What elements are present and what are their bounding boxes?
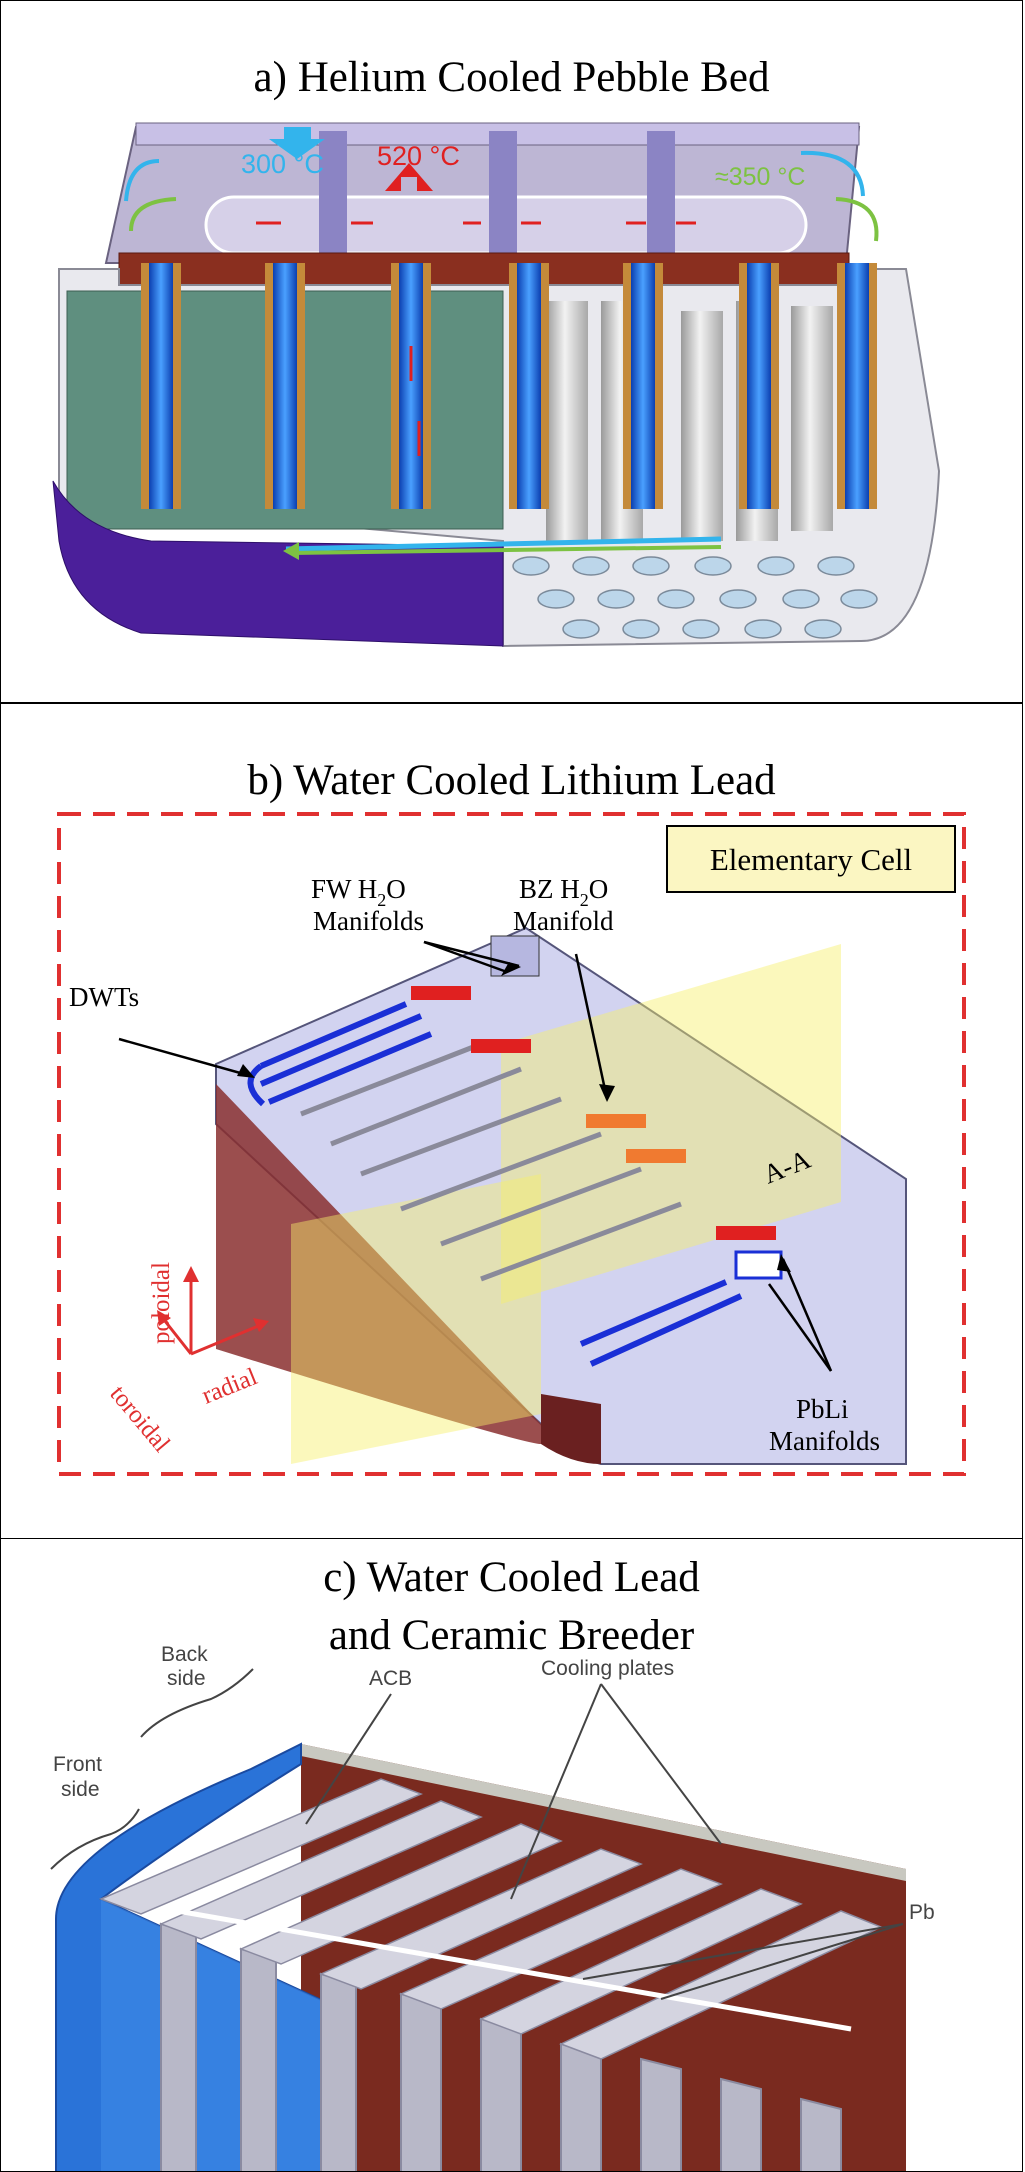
purple-structure: [52, 480, 504, 647]
hcpb-diagram: 300 °C 520 °C ≈350 °C: [52, 122, 941, 648]
back-side-bracket: [140, 1668, 254, 1738]
dashed-boundary: [57, 812, 966, 1476]
panel-c-title-2: and Ceramic Breeder: [328, 1612, 695, 1659]
pbli-label: PbLi: [796, 1394, 849, 1424]
pbli-label-2: Manifolds: [769, 1426, 880, 1456]
orange-manifold-2: [626, 1149, 686, 1163]
back-side-label: Back: [161, 1643, 208, 1666]
bz-manifold-label: BZ H2O: [519, 874, 608, 910]
axes-triad: [159, 1274, 264, 1356]
panel-a-title: a) Helium Cooled Pebble Bed: [253, 54, 770, 101]
rib-3: [647, 131, 675, 255]
front-side-label-2: side: [61, 1778, 100, 1801]
tube-holes: [512, 556, 878, 639]
red-manifold-3: [716, 1226, 776, 1240]
bz-manifold-label-2: Manifold: [513, 906, 614, 936]
fw-manifolds-label-2: Manifolds: [313, 906, 424, 936]
leader-lines: [118, 940, 833, 1372]
toroidal-arrow-icon: [157, 1310, 171, 1326]
rib-1: [319, 131, 347, 255]
radial-arrow-icon: [253, 1318, 269, 1332]
cooling-plates-label: Cooling plates: [541, 1657, 674, 1680]
axis-toroidal-label: toroidal: [104, 1381, 175, 1458]
inlet-side-arrow: [124, 159, 160, 202]
front-side-bracket: [50, 1808, 140, 1870]
red-flow-arrows: [256, 221, 696, 456]
leader-lines-c: [305, 1683, 904, 2000]
inlet-flow-line: [285, 536, 722, 552]
wcll-diagram: Elementary Cell: [57, 812, 966, 1476]
side-wall: [216, 1084, 541, 1444]
red-manifold-2: [471, 1039, 531, 1053]
dwt-tubes: [247, 1001, 743, 1367]
wclc-diagram: ACB Cooling plates Back side Front side …: [50, 1643, 935, 2171]
pb-label: Pb: [909, 1901, 935, 1924]
fw-manifolds-label: FW H2O: [311, 874, 406, 910]
section-plane-aa: [501, 944, 841, 1304]
inlet-temperature: 300 °C: [241, 149, 324, 179]
poloidal-arrow-icon: [183, 1266, 199, 1282]
cooling-tubes: [141, 263, 877, 509]
front-side-label: Front: [53, 1753, 102, 1776]
panel-water-cooled-lithium-lead: b) Water Cooled Lithium Lead Elementary …: [0, 703, 1023, 1539]
outlet-side-arrow: [800, 150, 865, 197]
section-plane-2: [291, 1174, 541, 1464]
orange-manifold-1: [586, 1114, 646, 1128]
top-edge: [301, 1744, 906, 1881]
inlet-arrow-icon: [269, 127, 325, 159]
rib-2: [489, 131, 517, 255]
top-fins: [98, 1778, 883, 2060]
dwts-label: DWTs: [69, 982, 139, 1012]
crossbar: [165, 1906, 852, 2032]
elementary-cell-label: Elementary Cell: [710, 842, 912, 877]
hot-arrow-icon: [385, 163, 433, 191]
panel-c-title-1: c) Water Cooled Lead: [323, 1554, 700, 1601]
back-side-label-2: side: [167, 1667, 206, 1690]
hot-temperature: 520 °C: [377, 141, 460, 171]
panel-water-cooled-lead-ceramic-breeder: c) Water Cooled Lead and Ceramic Breeder: [0, 1538, 1023, 2172]
acb-label: ACB: [369, 1667, 412, 1690]
flow-arrow-head: [283, 542, 299, 560]
dwt-tubes-grey: [300, 1041, 682, 1282]
outlet-flow-line: [290, 545, 722, 555]
elementary-cell-box: [666, 825, 956, 893]
pbli-manifold-block: [734, 1250, 783, 1280]
panel-b-title: b) Water Cooled Lithium Lead: [247, 757, 776, 804]
axis-radial-label: radial: [198, 1363, 261, 1409]
back-wall: [301, 1744, 906, 2171]
outlet-temperature: ≈350 °C: [715, 163, 805, 191]
axis-poloidal-label: poloidal: [148, 1262, 175, 1344]
panel-helium-cooled-pebble-bed: a) Helium Cooled Pebble Bed: [0, 0, 1023, 703]
red-manifold-1: [411, 986, 471, 1000]
